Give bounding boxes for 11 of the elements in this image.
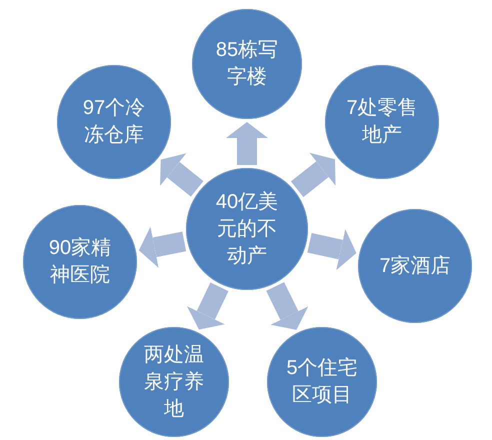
arrow	[307, 229, 359, 270]
arrow	[226, 122, 268, 165]
arrow	[136, 226, 186, 268]
node-label: 5个住宅区项目	[285, 356, 359, 408]
node-label: 90家精神医院	[48, 236, 112, 288]
node-label: 97个冷冻仓库	[82, 96, 146, 148]
node-label: 7处零售地产	[345, 96, 419, 148]
node-label: 85栋写字楼	[214, 38, 280, 90]
node-label: 两处温泉疗养地	[143, 342, 205, 422]
node-label: 7家酒店	[378, 254, 452, 278]
node-label: 40亿美元的不动产	[214, 190, 280, 268]
